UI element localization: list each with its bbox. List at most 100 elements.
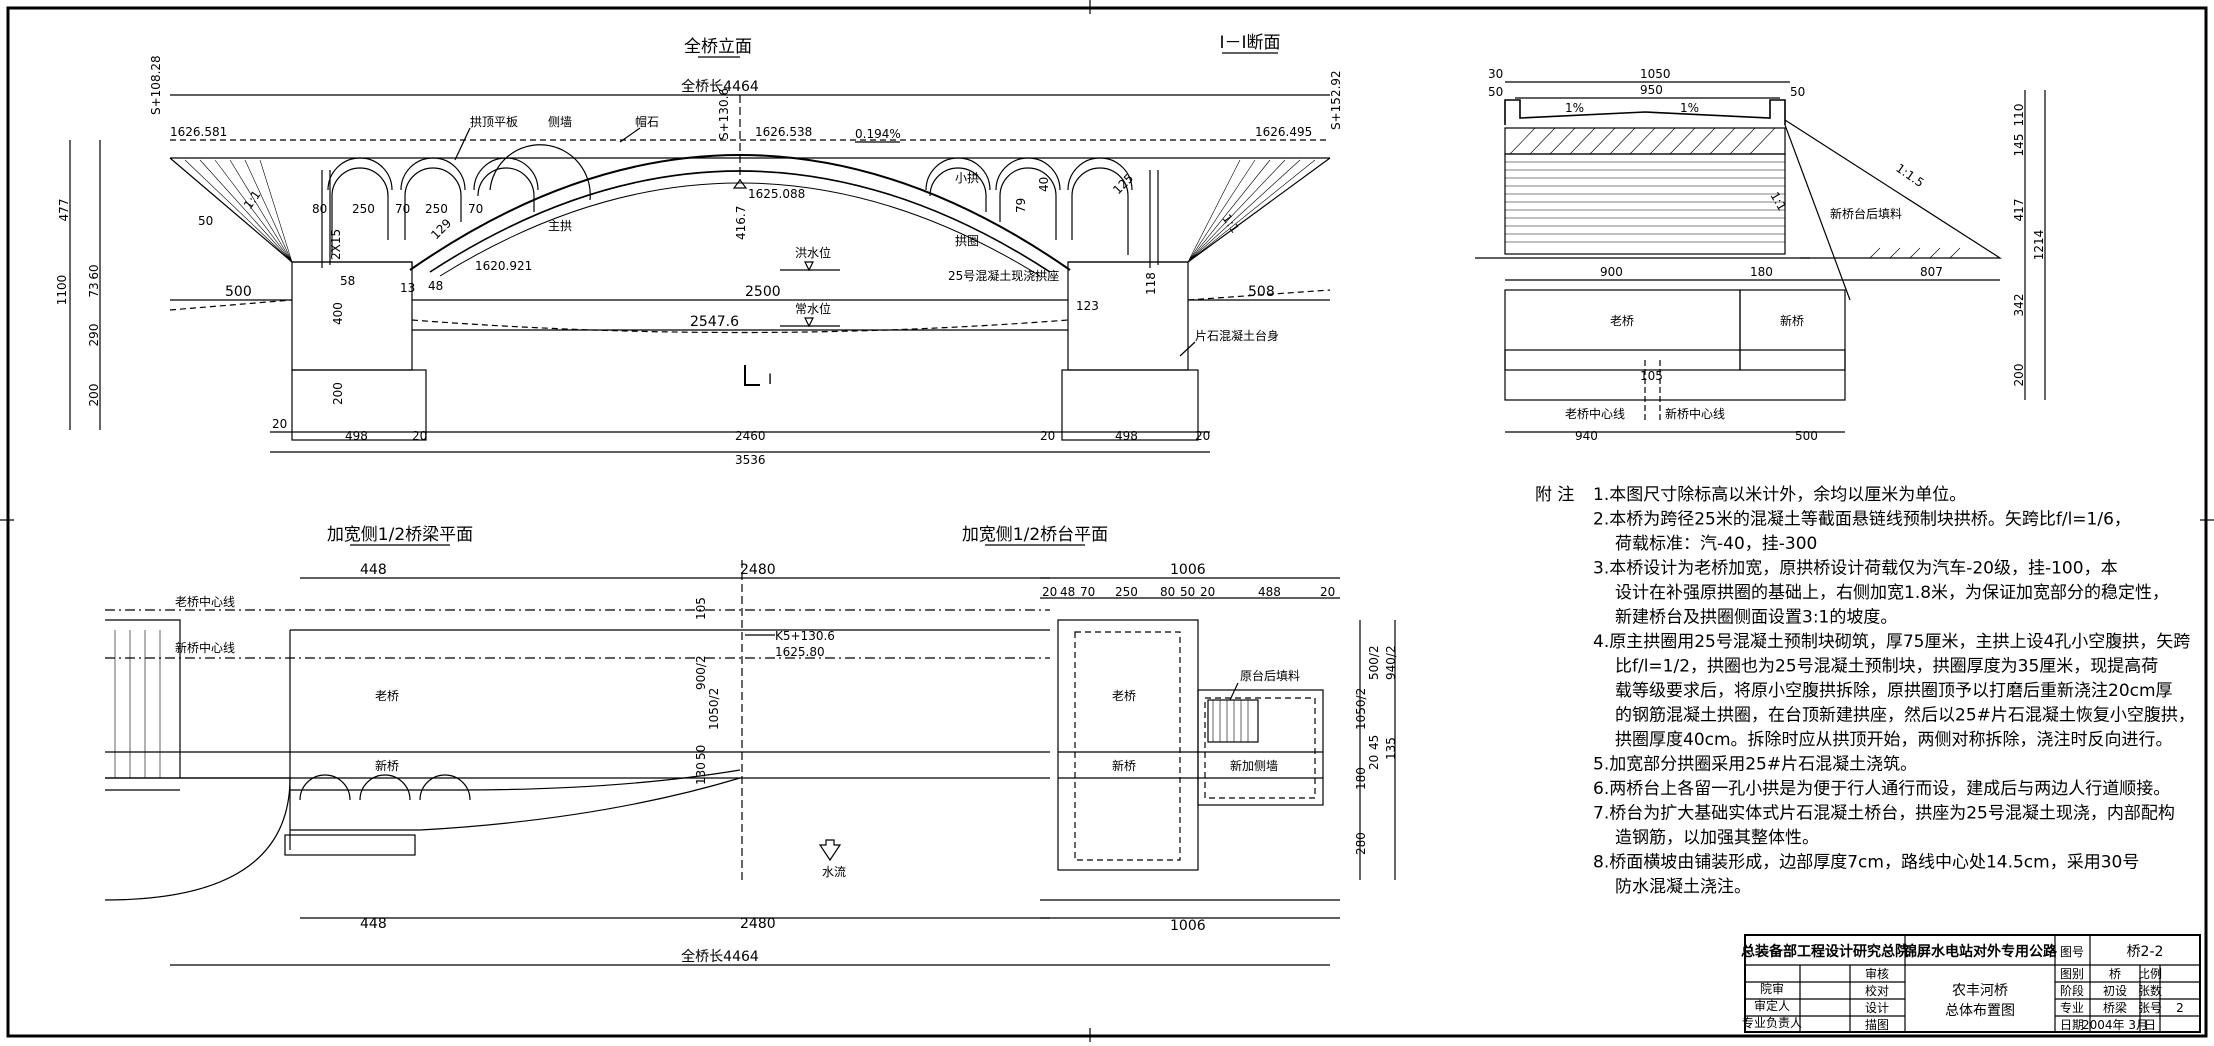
tb-role-mid: 描图: [1865, 1018, 1889, 1032]
label-deck-slab: 拱顶平板: [470, 115, 518, 129]
tb-cell: 张数: [2138, 983, 2162, 998]
tb-role-left: 审定人: [1754, 998, 1790, 1013]
notes-list: 1.本图尺寸除标高以米计外，余均以厘米为单位。2.本桥为跨径25米的混凝土等截面…: [1593, 485, 2195, 897]
plan-dim-105: 105: [694, 597, 708, 620]
sec-slope-b: 1:1.5: [1893, 161, 1926, 190]
ab-fill-hatch: [1212, 700, 1249, 742]
spandrel-arch-2: [404, 167, 462, 240]
sec-ground-hatch: [1869, 247, 1961, 259]
sec-dim-105: 105: [1640, 369, 1663, 383]
embankment-slopes: [169, 157, 1331, 263]
sec-dim-50a: 50: [1488, 85, 1503, 99]
arch-inner-line: [439, 182, 1041, 277]
footing-left: [291, 369, 427, 441]
tb-role-mid: 设计: [1865, 1001, 1889, 1015]
ab-r280: 280: [1354, 832, 1368, 855]
note-line: 载等级要求后，将原小空腹拱拆除，原拱圈顶予以打磨后重新浇注20cm厚: [1615, 681, 2173, 701]
station-left: S+108.28: [149, 55, 163, 115]
elevation-title: 全桥立面: [684, 37, 752, 57]
sec-dim-200: 200: [2012, 364, 2026, 387]
spandrel-arch-4: [929, 167, 987, 212]
sec-slope-1: 1%: [1565, 101, 1584, 115]
section-cut-mark: [744, 365, 760, 386]
tb-cell: 初设: [2103, 984, 2127, 998]
note-line: 2.本桥为跨径25米的混凝土等截面悬链线预制块拱桥。矢跨比f/l=1/6，: [1593, 510, 2131, 530]
plan-dim-2480b: 2480: [740, 916, 776, 932]
dim-2x15: 2X15: [329, 229, 343, 260]
dim-2500: 2500: [745, 284, 781, 300]
ab-r20: 20: [1367, 755, 1381, 770]
tb-project: 锦屏水电站对外专用公路: [1903, 943, 2058, 960]
dim-250b: 250: [425, 202, 448, 216]
spandrel-arch-1: [331, 167, 389, 255]
dim-70a: 70: [395, 202, 410, 216]
ab-t20b: 20: [1200, 585, 1215, 599]
sec-label-old: 老桥: [1610, 314, 1634, 328]
footing-right: [1061, 369, 1199, 441]
plan-cone-hatch: [114, 630, 161, 778]
ab-t50: 50: [1180, 585, 1195, 599]
plan-embankment: [105, 619, 181, 791]
lwl-marker: [804, 317, 814, 328]
tb-drawing-no-label: 图号: [2060, 945, 2084, 959]
sec-arch-lines: [1505, 161, 1785, 243]
ab-t488: 488: [1258, 585, 1281, 599]
label-spandrel: 小拱: [955, 171, 979, 185]
elev-left: 1626.581: [170, 125, 227, 139]
ab-r45: 45: [1367, 735, 1381, 750]
tb-name-1: 农丰河桥: [1952, 983, 2008, 999]
tb-cell: 2004年 3月: [2082, 1018, 2148, 1032]
tb-cell: 桥梁: [2103, 1000, 2127, 1015]
notes-block: 附 注 1.本图尺寸除标高以米计外，余均以厘米为单位。2.本桥为跨径25米的混凝…: [1535, 485, 2195, 897]
label-skewback: 25号混凝土现浇拱座: [948, 268, 1059, 283]
plan-label-new: 新桥: [375, 758, 399, 773]
leader-cap: [619, 127, 641, 143]
sec-old-abutment: [1504, 289, 1741, 371]
label-hwl: 洪水位: [795, 245, 831, 260]
tb-frame: [1744, 934, 2201, 1033]
sec-dim-807: 807: [1920, 265, 1943, 279]
ab-t80: 80: [1160, 585, 1175, 599]
dim-200: 200: [87, 384, 101, 407]
note-line: 6.两桥台上各留一孔小拱是为便于行人通行而设，建成后与两边人行道顺接。: [1593, 779, 2170, 799]
tb-role-left: 专业负责人: [1742, 1015, 1802, 1030]
dim-1100: 1100: [55, 275, 69, 306]
ab-dim-bottom-total: 1006: [1170, 918, 1206, 934]
plan-elev: 1625.80: [775, 645, 825, 659]
section-title: I－I断面: [1219, 33, 1280, 53]
dim-73: 73: [87, 282, 101, 297]
tb-name-2: 总体布置图: [1945, 1003, 2015, 1019]
deck-plan-title: 加宽侧1/2桥梁平面: [327, 525, 473, 545]
plan-station: K5+130.6: [775, 629, 835, 643]
note-line: 比f/l=1/2，拱圈也为25号混凝土预制块，拱圈厚度为35厘米，现提高荷: [1615, 657, 2158, 677]
elev-crown: 1625.088: [748, 187, 805, 201]
dim-b20b: 20: [1040, 429, 1055, 443]
dim-2547: 2547.6: [690, 314, 739, 330]
note-line: 5.加宽部分拱圈采用25#片石混凝土浇筑。: [1593, 755, 1917, 775]
sec-arch-body: [1504, 153, 1786, 255]
dim-79: 79: [1014, 198, 1028, 213]
dim-b20d: 20: [412, 429, 427, 443]
spandrel-arch-3: [477, 167, 535, 212]
tb-drawing-no: 桥2-2: [2127, 944, 2164, 960]
elev-right: 1626.495: [1255, 125, 1312, 139]
dim-b2460: 2460: [735, 429, 766, 443]
dim-70b: 70: [468, 202, 483, 216]
note-line: 7.桥台为扩大基础实体式片石混凝土桥台，拱座为25号混凝土现浇，内部配构: [1593, 804, 2175, 824]
ab-newwall-inner: [1204, 697, 1316, 799]
leader-deck: [454, 127, 471, 161]
sec-dim-1050: 1050: [1640, 67, 1671, 81]
ab-r135: 135: [1384, 737, 1398, 760]
label-cap-stone: 帽石: [635, 114, 659, 129]
sec-dim-950: 950: [1640, 83, 1663, 97]
riverbed-line: [411, 319, 1069, 334]
sec-dim-342: 342: [2012, 294, 2026, 317]
note-line: 设计在补强原拱圈的基础上，右侧加宽1.8米，为保证加宽部分的稳定性，: [1615, 583, 2169, 603]
sec-dim-500: 500: [1795, 429, 1818, 443]
elev-mid: 1626.538: [755, 125, 812, 139]
dim-total-length: 全桥长4464: [681, 78, 759, 95]
plan-arch-line-1: [290, 769, 741, 791]
tb-role-mid: 校对: [1865, 983, 1889, 998]
label-rubble: 片石混凝土台身: [1195, 328, 1279, 343]
plan-dim-1050-2: 1050/2: [707, 688, 721, 730]
